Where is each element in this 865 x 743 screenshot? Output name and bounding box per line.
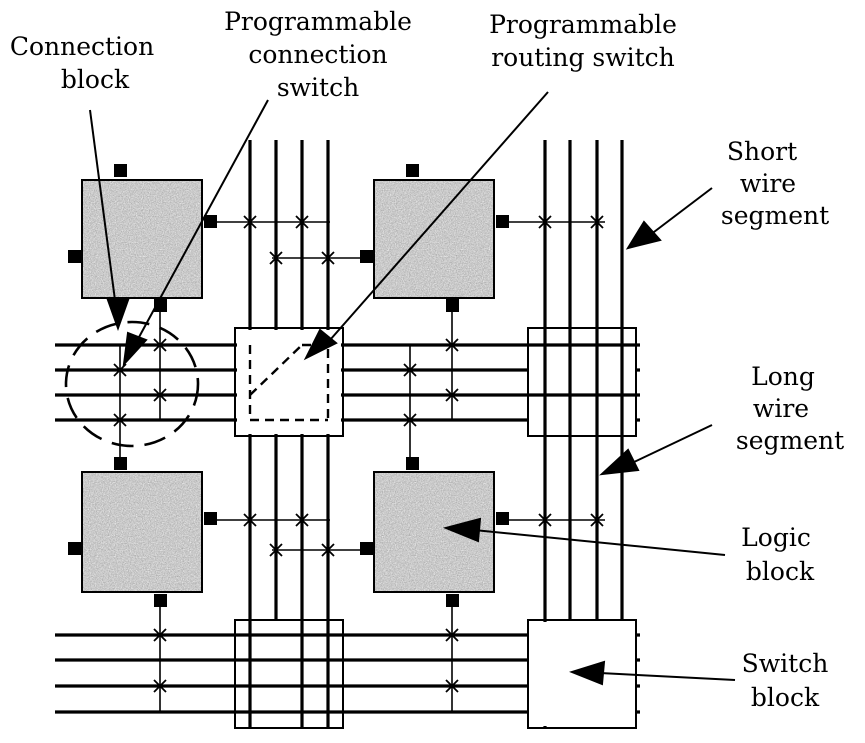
pin-connection-wires [119, 221, 605, 712]
label-switch-block-line1: Switch [742, 649, 829, 678]
routing-switch-arrowhead [303, 328, 338, 361]
label-connection-block-line2: block [61, 65, 130, 94]
label-arrows [89, 91, 736, 686]
programmable-routing-switch-detail [248, 343, 330, 422]
connection-switch-x-mark [243, 513, 257, 527]
label-logic-block-line1: Logic [741, 523, 811, 552]
connection-switch-x-mark [538, 513, 552, 527]
connection-switch-x-mark [153, 679, 167, 693]
long-wire-arrowhead [599, 448, 640, 476]
connection-block-arrowhead [106, 299, 130, 331]
switch-block-outline [234, 327, 344, 437]
logic-block-arrow [473, 529, 726, 556]
diagram-labels: Connection block Programmable connection… [10, 7, 844, 712]
connection-switch-x-mark [269, 251, 283, 265]
connection-switch-x-mark [153, 628, 167, 642]
switch-block-arrowhead [569, 660, 606, 686]
long-wire-arrow [631, 424, 713, 464]
connection-switch-x-mark [445, 388, 459, 402]
label-connection-block-line1: Connection [10, 32, 154, 61]
label-long-wire-line2: wire [753, 394, 809, 423]
connection-switch-x-mark [321, 251, 335, 265]
connection-switch-x-mark [153, 338, 167, 352]
connection-switch-x-mark [445, 338, 459, 352]
logic-block [373, 179, 495, 299]
switch-block [234, 619, 344, 729]
label-long-wire-line1: Long [751, 362, 815, 391]
logic-block-arrowhead [442, 517, 482, 543]
short-wire-arrow [649, 187, 713, 236]
switch-block-arrow [599, 672, 736, 681]
label-switch-block-line2: block [751, 683, 820, 712]
connection-switch-x-mark [295, 215, 309, 229]
logic-block-pins [68, 164, 509, 607]
connection-switch-arrow [131, 99, 269, 351]
label-short-wire-line1: Short [727, 137, 797, 166]
label-connection-switch-line3: switch [277, 73, 359, 102]
routing-switch-arrow [329, 91, 549, 341]
connection-switch-x-mark [153, 388, 167, 402]
connection-switch-x-mark [445, 679, 459, 693]
short-wire-arrowhead [625, 220, 662, 250]
label-connection-switch-line1: Programmable [224, 7, 412, 36]
connection-block-arrow [89, 109, 119, 324]
connection-switch-x-mark [243, 215, 257, 229]
connection-switch-x-mark [295, 513, 309, 527]
label-connection-switch-line2: connection [248, 40, 387, 69]
connection-switch-x-mark [113, 363, 127, 377]
connection-switch-x-mark [590, 215, 604, 229]
connection-switch-arrowhead [122, 331, 148, 368]
connection-block-highlight [64, 320, 200, 448]
connection-switch-x-mark [113, 413, 127, 427]
label-routing-switch-line1: Programmable [489, 10, 677, 39]
connection-switch-x-mark [538, 215, 552, 229]
logic-block [81, 179, 203, 299]
connection-switch-x-mark [403, 363, 417, 377]
logic-block [81, 471, 203, 593]
connection-switch-x-mark [321, 543, 335, 557]
connection-switch-x-mark [403, 413, 417, 427]
connection-switch-x-mark [269, 543, 283, 557]
connection-switches [113, 215, 604, 693]
label-long-wire-line3: segment [736, 426, 844, 455]
label-short-wire-line3: segment [721, 201, 829, 230]
connection-switch-x-mark [590, 513, 604, 527]
label-routing-switch-line2: routing switch [491, 43, 675, 72]
connection-switch-x-mark [445, 628, 459, 642]
label-short-wire-line2: wire [740, 169, 796, 198]
label-logic-block-line2: block [746, 557, 815, 586]
